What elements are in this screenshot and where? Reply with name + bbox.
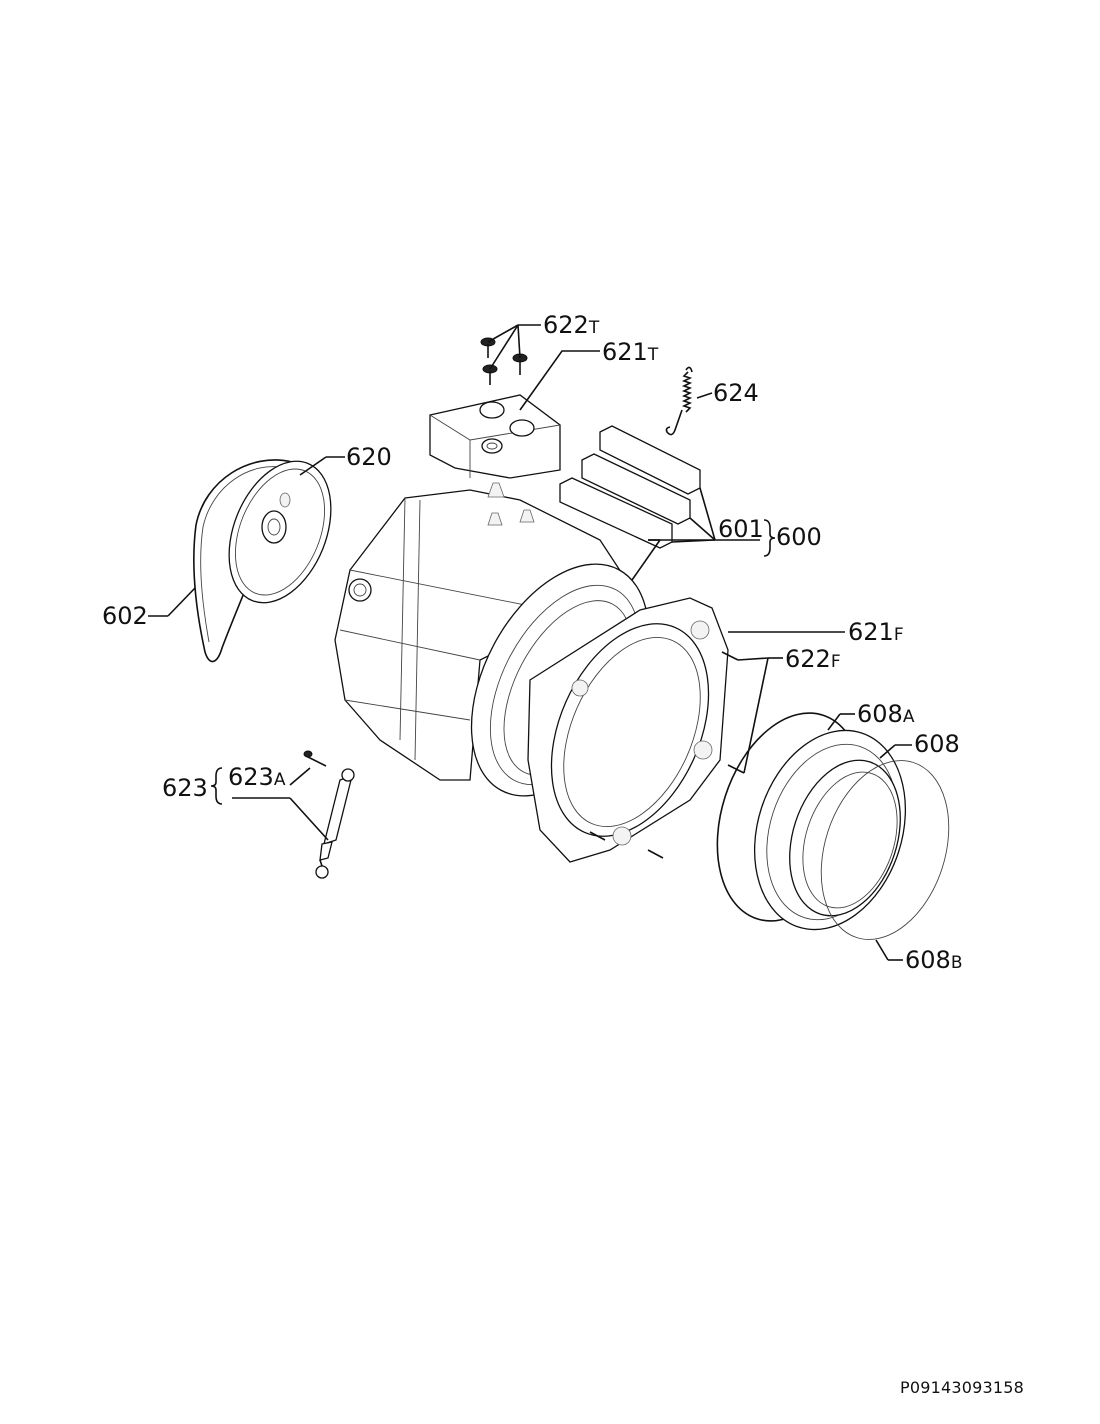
label-608: 608: [914, 730, 960, 758]
screws-622t: [480, 337, 528, 385]
label-608b: 608B: [905, 946, 962, 974]
shock-pin-623a: [303, 750, 327, 767]
top-counterweight-621t: [429, 394, 561, 479]
label-601: 601: [718, 515, 764, 543]
label-602: 602: [102, 602, 148, 630]
label-624: 624: [713, 379, 759, 407]
wire-ring-608b: [820, 760, 950, 940]
label-621t: 621T: [602, 338, 659, 366]
pulley-620: [228, 460, 332, 604]
leader-lines: [148, 324, 912, 961]
label-621f: 621F: [848, 618, 904, 646]
door-gasket-608: [753, 729, 907, 931]
label-622f: 622F: [785, 645, 841, 673]
label-620: 620: [346, 443, 392, 471]
label-600: 600: [776, 523, 822, 551]
reference-code: P09143093158: [900, 1378, 1025, 1397]
drum-lifters-601: [559, 425, 701, 549]
shock-absorber-623: [315, 768, 355, 879]
label-622t: 622T: [543, 311, 600, 339]
label-623a: 623A: [228, 763, 286, 791]
front-counterweight-621f: [527, 597, 729, 863]
label-608a: 608A: [857, 700, 915, 728]
spring-624: [665, 366, 693, 436]
label-623: 623: [162, 774, 208, 802]
